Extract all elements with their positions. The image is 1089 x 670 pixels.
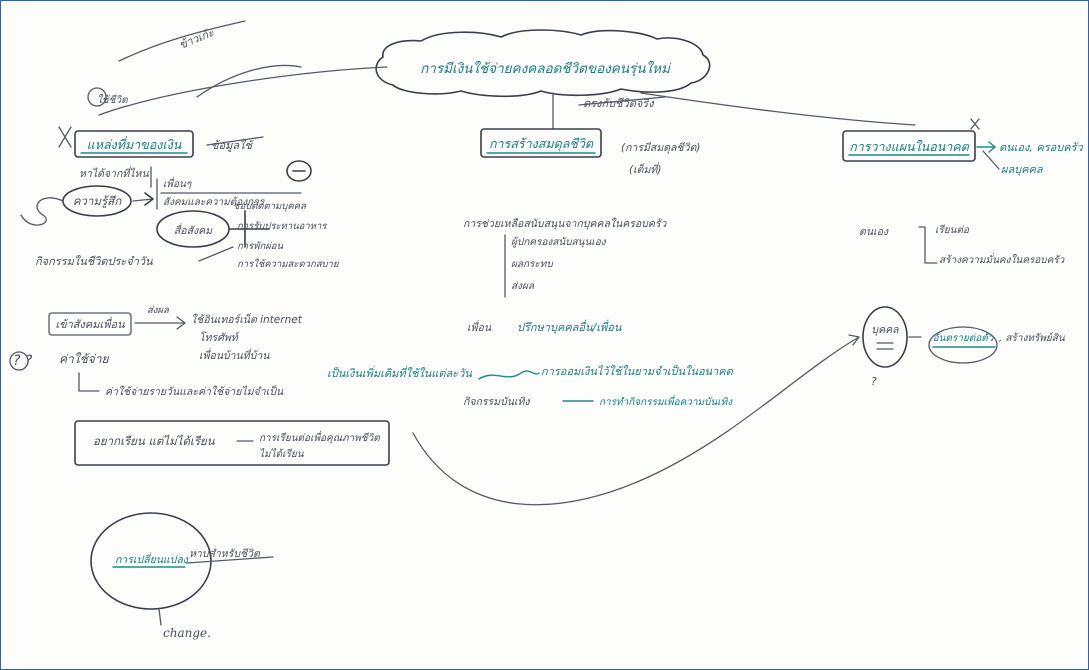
middle-friends-prefix: เพื่อน xyxy=(467,320,492,334)
society-circle-label: สื่อสังคม xyxy=(174,223,213,237)
right-items-arrow xyxy=(198,246,234,262)
right-result-1: ผลบุคคล xyxy=(1001,163,1044,176)
right-self-label: ตนเอง xyxy=(859,226,889,238)
green-note-wave xyxy=(478,370,540,380)
right-item-0: ชอบติดตามบุคคล xyxy=(233,201,307,212)
green-note-b: การออมเงินไว้ใช้ในยามจำเป็นในอนาคต xyxy=(541,364,734,378)
bottom-circle-tail xyxy=(158,608,162,626)
right-branch: การวางแผนในอนาคต ตนเอง, ครอบครัว ผลบุคคล… xyxy=(842,118,1084,388)
bottom-box-detail-1: ไม่ได้เรียน xyxy=(259,448,305,460)
middle-family-item-1: ผลกระทบ xyxy=(511,259,554,270)
right-item-2: การพักผ่อน xyxy=(237,241,283,252)
society-box-arrow-head xyxy=(176,316,186,330)
middle-family: การช่วยเหลือสนับสนุนจากบุคคลในครอบครัว xyxy=(463,217,667,230)
central-scribble: ตรงกับชีวิตจริง xyxy=(583,97,655,110)
right-person-circle xyxy=(862,306,908,368)
middle-family-item-0: ผู้ปกครองสนับสนุนเอง xyxy=(511,236,607,248)
bottom-circle-detail: หาบสำหรับชีวิต xyxy=(189,548,261,560)
bottom-box xyxy=(74,420,390,466)
expense-label: ค่าใช้จ่าย xyxy=(59,352,110,366)
right-self-item-1: สร้างความมั่นคงในครอบครัว xyxy=(939,252,1066,266)
left-item-0: เพื่อนๆ xyxy=(163,176,192,190)
left-title-box xyxy=(74,130,194,158)
right-result-0: ตนเอง, ครอบครัว xyxy=(999,141,1084,154)
right-person-detail: , สร้างทรัพย์สิน xyxy=(999,332,1066,344)
connector-center-right xyxy=(640,92,916,126)
left-sub-label: หาได้จากที่ไหน xyxy=(79,166,149,180)
right-title-fork xyxy=(982,150,1000,170)
right-circle-label: อันตรายต่อตัว xyxy=(933,333,995,344)
middle-aside-0: (การมีสมดุลชีวิต) xyxy=(621,142,700,154)
society-item-1: โทรศัพท์ xyxy=(199,331,240,344)
right-title-box xyxy=(842,130,976,162)
bottom-box-detail-0: การเรียนต่อเพื่อคุณภาพชีวิต xyxy=(259,430,380,444)
left-x-mark xyxy=(58,126,72,148)
right-x-mark xyxy=(970,118,980,130)
society-box-label: เข้าสังคมเพื่อน xyxy=(55,316,125,331)
bottom-circle-detail-underline xyxy=(186,556,274,564)
right-self-item-0: เรียนต่อ xyxy=(935,224,970,236)
right-item-3: การใช้ความสะดวกสบาย xyxy=(237,258,340,270)
middle-friends: ปรึกษาบุคคลอื่น/เพื่อน xyxy=(517,319,622,334)
feelings-label: ความรู้สึก xyxy=(73,194,122,208)
society-box xyxy=(48,312,132,336)
central-topic: การมีเงินใช้จ่ายคงคลอดชีวิตของคนรุ่นใหม่ xyxy=(375,29,711,98)
left-crossed-strike xyxy=(206,136,264,146)
society-item-2: เพื่อนบ้านที่บ้าน xyxy=(199,348,270,362)
left-top-circle xyxy=(87,87,107,107)
middle-activity: กิจกรรมบันเทิง xyxy=(463,396,530,408)
bottom-circle-label: การเปลี่ยนแปลง xyxy=(115,552,189,566)
central-cloud-outline xyxy=(375,29,711,98)
right-circle-item xyxy=(928,326,998,364)
middle-activity-result: การทำกิจกรรมเพื่อความบันเทิง xyxy=(599,394,733,408)
green-note-a: เป็นเงินเพิ่มเติมที่ใช้ในแต่ละวัน xyxy=(327,365,472,380)
feelings-arrow-head xyxy=(144,192,154,206)
left-branch: ใช้ชีวิต แหล่งที่มาของเงิน ข้อมูลใช้ หาไ… xyxy=(9,87,390,466)
long-swoop-arrow-head xyxy=(848,334,860,346)
right-person-label: บุคคล xyxy=(871,324,899,336)
right-branch-title: การวางแผนในอนาคต xyxy=(849,139,969,154)
central-scribble-strike xyxy=(578,96,666,106)
central-topic-text: การมีเงินใช้จ่ายคงคลอดชีวิตของคนรุ่นใหม่ xyxy=(420,60,672,77)
right-self-bracket xyxy=(918,226,938,264)
middle-branch-title: การสร้างสมดุลชีวิต xyxy=(489,136,594,152)
question-marks: ? ? xyxy=(13,353,33,369)
feelings-arrow xyxy=(132,198,154,202)
top-left-arc xyxy=(118,20,246,62)
middle-family-item-2: ส่งผล xyxy=(511,281,535,292)
bottom-circle-english: change. xyxy=(163,626,211,640)
expense-detail: ค่าใช้จ่ายรายวันและค่าใช้จ่ายไม่จำเป็น xyxy=(105,385,284,398)
left-branch-title: แหล่งที่มาของเงิน xyxy=(87,136,182,152)
left-activity: กิจกรรมในชีวิตประจำวัน xyxy=(35,255,153,268)
minus-circle xyxy=(286,160,312,182)
society-effect: ส่งผล xyxy=(147,305,170,316)
connector-center-left xyxy=(98,66,388,116)
right-title-arrow-head xyxy=(988,141,996,153)
middle-branch: การสร้างสมดุลชีวิต (การมีสมดุลชีวิต) (เต… xyxy=(327,128,734,408)
right-item-1: การรับประทานอาหาร xyxy=(237,221,328,232)
bottom-circle-group: การเปลี่ยนแปลง หาบสำหรับชีวิต change. xyxy=(90,512,274,640)
society-item-0: ใช้อินเทอร์เน็ต internet xyxy=(191,313,303,326)
feelings-swirl xyxy=(20,197,64,226)
top-left-stroke xyxy=(196,64,302,98)
bottom-box-label: อยากเรียน แต่ไม่ได้เรียน xyxy=(93,434,216,448)
left-top-note: ใช้ชีวิต xyxy=(97,94,128,106)
right-question-mark: ? xyxy=(871,375,877,388)
top-left-scribble: ข้าวเก้ะ xyxy=(177,26,216,52)
right-person-equals xyxy=(876,342,894,350)
middle-aside-1: (เต็มที่) xyxy=(629,162,661,176)
expense-arrow xyxy=(78,372,100,392)
question-circle xyxy=(9,351,29,371)
long-swoop-connector xyxy=(412,336,860,506)
left-item-1: สังคมและความต้องการ xyxy=(163,196,266,208)
middle-title-box xyxy=(480,128,602,158)
